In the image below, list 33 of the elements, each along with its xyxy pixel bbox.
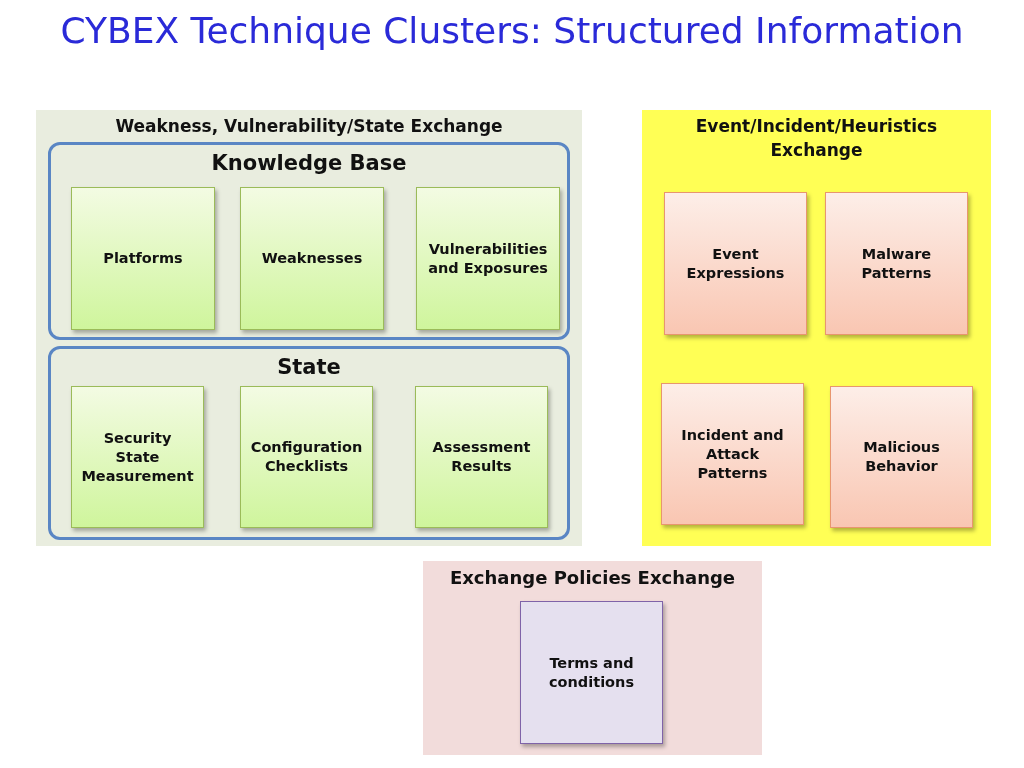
technique-card (71, 187, 215, 330)
technique-label: Platforms (102, 249, 184, 268)
technique-card (825, 192, 968, 335)
group-frame (48, 346, 570, 540)
technique-label: Incident and Attack Patterns (680, 425, 785, 483)
slide-title: CYBEX Technique Clusters: Structured Information (60, 9, 964, 53)
technique-label: Malicious Behavior (862, 438, 941, 476)
group-title: State (277, 354, 341, 381)
technique-label: Terms and conditions (547, 653, 635, 692)
group-frame (48, 142, 570, 340)
technique-card (240, 187, 384, 330)
cluster-panel (423, 561, 762, 755)
technique-label: Vulnerabilities and Exposures (427, 239, 549, 278)
technique-card (830, 386, 973, 528)
cluster-panel (642, 110, 991, 546)
technique-card (71, 386, 204, 528)
technique-label: Security State Measurement (80, 428, 195, 486)
technique-card (240, 386, 373, 528)
technique-card (415, 386, 548, 528)
group-title: Knowledge Base (211, 150, 407, 177)
technique-card (520, 601, 663, 744)
technique-label: Assessment Results (431, 438, 532, 476)
technique-card (661, 383, 804, 525)
group-title: Event/Incident/Heuristics Exchange (694, 115, 939, 162)
technique-card (416, 187, 560, 330)
technique-label: Configuration Checklists (249, 438, 364, 476)
group-title: Exchange Policies Exchange (449, 566, 736, 590)
technique-card (664, 192, 807, 335)
cluster-panel (36, 110, 582, 546)
technique-label: Malware Patterns (860, 244, 933, 283)
technique-label: Event Expressions (685, 244, 786, 283)
technique-label: Weaknesses (260, 249, 364, 268)
group-title: Weakness, Vulnerability/State Exchange (115, 115, 503, 138)
